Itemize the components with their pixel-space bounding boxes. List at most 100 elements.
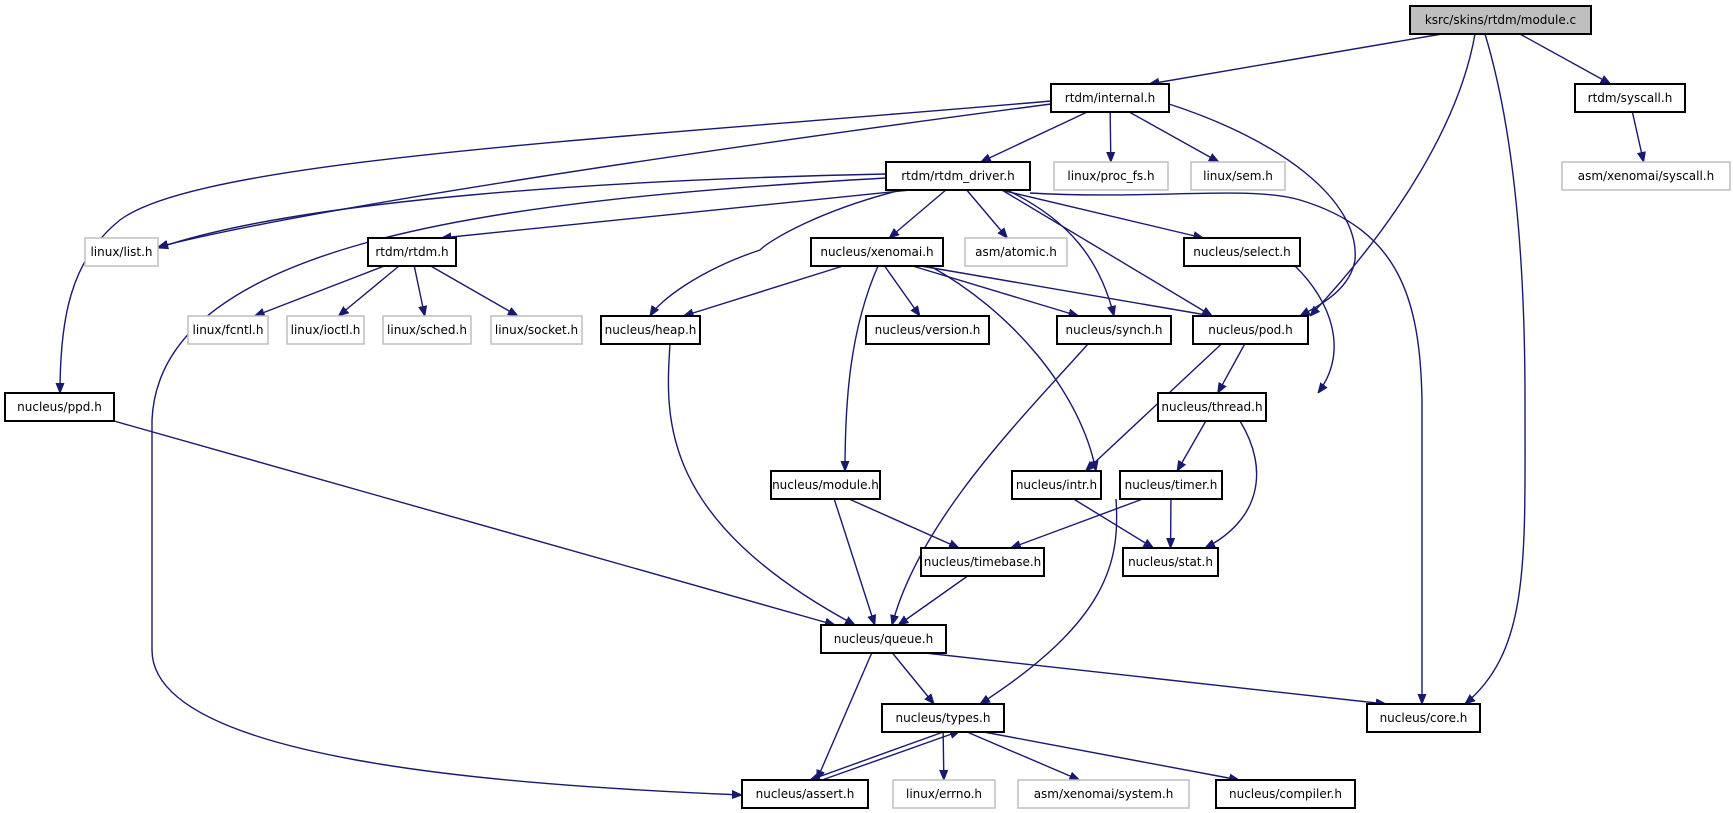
edge-pod-h-to-thread-h <box>1218 343 1246 393</box>
node-asm-syscall-h: asm/xenomai/syscall.h <box>1561 161 1731 191</box>
node-module-h[interactable]: nucleus/module.h <box>770 470 881 500</box>
node-socket-h: linux/socket.h <box>490 315 583 345</box>
edge-internal-h-to-sem-h <box>1128 111 1219 162</box>
node-syscall-h[interactable]: rtdm/syscall.h <box>1574 83 1686 113</box>
node-box <box>1119 470 1223 500</box>
node-box <box>892 779 996 809</box>
edge-queue-h-to-types-h <box>891 652 934 704</box>
node-system-h: asm/xenomai/system.h <box>1017 779 1190 809</box>
node-assert-h[interactable]: nucleus/assert.h <box>741 779 869 809</box>
node-list-h: linux/list.h <box>84 237 159 267</box>
node-module-c[interactable]: ksrc/skins/rtdm/module.c <box>1409 5 1592 35</box>
edge-types-h-to-errno-h <box>943 731 944 780</box>
edge-rtdm-driver-h-to-select-h <box>1000 189 1204 238</box>
edge-rtdm-h-to-sched-h <box>413 265 425 316</box>
edge-xenomai-h-to-module-h <box>845 265 879 471</box>
edge-xenomai-h-to-synch-h <box>912 265 1079 316</box>
edge-rtdm-h-to-socket-h <box>430 265 518 316</box>
node-proc-fs-h: linux/proc_fs.h <box>1053 161 1169 191</box>
node-box <box>881 703 1005 733</box>
edge-rtdm-driver-h-to-core-h <box>1029 192 1422 704</box>
edge-ppd-h-to-queue-h <box>113 420 835 625</box>
node-box <box>490 315 583 345</box>
node-pod-h[interactable]: nucleus/pod.h <box>1192 315 1309 345</box>
node-intr-h[interactable]: nucleus/intr.h <box>1011 470 1102 500</box>
node-version-h[interactable]: nucleus/version.h <box>865 315 990 345</box>
edge-module-c-to-core-h <box>1465 33 1526 704</box>
node-fcntl-h: linux/fcntl.h <box>187 315 269 345</box>
node-box <box>770 470 881 500</box>
edge-pod-h-to-intr-h <box>1086 343 1222 471</box>
node-rtdm-driver-h[interactable]: rtdm/rtdm_driver.h <box>885 161 1031 191</box>
edge-queue-h-to-assert-h <box>816 652 873 780</box>
node-box <box>286 315 365 345</box>
node-compiler-h[interactable]: nucleus/compiler.h <box>1215 779 1356 809</box>
node-label: nucleus/version.h <box>875 323 981 337</box>
edge-assert-h-to-types-h <box>821 731 960 781</box>
node-label: nucleus/xenomai.h <box>820 245 933 259</box>
edges-layer <box>60 33 1644 795</box>
node-label: nucleus/module.h <box>772 478 879 492</box>
node-label: nucleus/heap.h <box>605 323 697 337</box>
node-synch-h[interactable]: nucleus/synch.h <box>1056 315 1172 345</box>
node-label: linux/fcntl.h <box>193 323 264 337</box>
edge-rtdm-driver-h-to-list-h <box>158 173 887 248</box>
edge-module-h-to-queue-h <box>833 498 875 625</box>
node-label: asm/atomic.h <box>975 245 1057 259</box>
node-box <box>920 547 1045 577</box>
node-rtdm-h[interactable]: rtdm/rtdm.h <box>367 237 457 267</box>
node-ppd-h[interactable]: nucleus/ppd.h <box>4 392 115 422</box>
node-label: nucleus/select.h <box>1193 245 1291 259</box>
node-box <box>1056 315 1172 345</box>
node-box <box>1183 237 1301 267</box>
node-label: nucleus/compiler.h <box>1229 787 1342 801</box>
node-sched-h: linux/sched.h <box>382 315 472 345</box>
node-box <box>885 161 1031 191</box>
node-box <box>1017 779 1190 809</box>
edge-rtdm-driver-h-to-heap-h <box>650 188 906 316</box>
node-label: nucleus/core.h <box>1380 711 1468 725</box>
node-box <box>84 237 159 267</box>
node-label: asm/xenomai/syscall.h <box>1578 169 1714 183</box>
node-sem-h: linux/sem.h <box>1190 161 1286 191</box>
edge-types-h-to-compiler-h <box>983 731 1239 780</box>
node-internal-h[interactable]: rtdm/internal.h <box>1050 83 1170 113</box>
node-box <box>1011 470 1102 500</box>
node-box <box>367 237 457 267</box>
node-timer-h[interactable]: nucleus/timer.h <box>1119 470 1223 500</box>
node-label: nucleus/assert.h <box>756 787 855 801</box>
edge-heap-h-to-queue-h <box>667 343 855 625</box>
node-box <box>741 779 869 809</box>
edge-xenomai-h-to-intr-h <box>929 265 1096 471</box>
node-xenomai-h[interactable]: nucleus/xenomai.h <box>810 237 944 267</box>
node-thread-h[interactable]: nucleus/thread.h <box>1157 392 1267 422</box>
node-box <box>1122 547 1219 577</box>
node-label: linux/proc_fs.h <box>1067 169 1154 183</box>
node-box <box>1574 83 1686 113</box>
node-box <box>820 624 947 654</box>
edge-rtdm-driver-h-to-synch-h <box>1004 188 1114 316</box>
node-timebase-h[interactable]: nucleus/timebase.h <box>920 547 1045 577</box>
edge-intr-h-to-types-h <box>980 498 1118 704</box>
edge-module-c-to-syscall-h <box>1519 33 1611 84</box>
node-label: rtdm/rtdm_driver.h <box>901 169 1015 183</box>
node-label: ksrc/skins/rtdm/module.c <box>1425 13 1576 27</box>
node-label: nucleus/stat.h <box>1128 555 1213 569</box>
node-queue-h[interactable]: nucleus/queue.h <box>820 624 947 654</box>
node-heap-h[interactable]: nucleus/heap.h <box>600 315 701 345</box>
edge-synch-h-to-queue-h <box>892 343 1089 625</box>
node-stat-h[interactable]: nucleus/stat.h <box>1122 547 1219 577</box>
node-label: rtdm/syscall.h <box>1588 91 1673 105</box>
node-select-h[interactable]: nucleus/select.h <box>1183 237 1301 267</box>
node-types-h[interactable]: nucleus/types.h <box>881 703 1005 733</box>
node-core-h[interactable]: nucleus/core.h <box>1366 703 1481 733</box>
node-label: asm/xenomai/system.h <box>1034 787 1174 801</box>
edge-module-c-to-pod-h <box>1310 33 1476 316</box>
node-errno-h: linux/errno.h <box>892 779 996 809</box>
node-box <box>1215 779 1356 809</box>
node-label: nucleus/timer.h <box>1125 478 1218 492</box>
node-box <box>1561 161 1731 191</box>
node-label: rtdm/internal.h <box>1065 91 1155 105</box>
node-label: nucleus/types.h <box>896 711 991 725</box>
